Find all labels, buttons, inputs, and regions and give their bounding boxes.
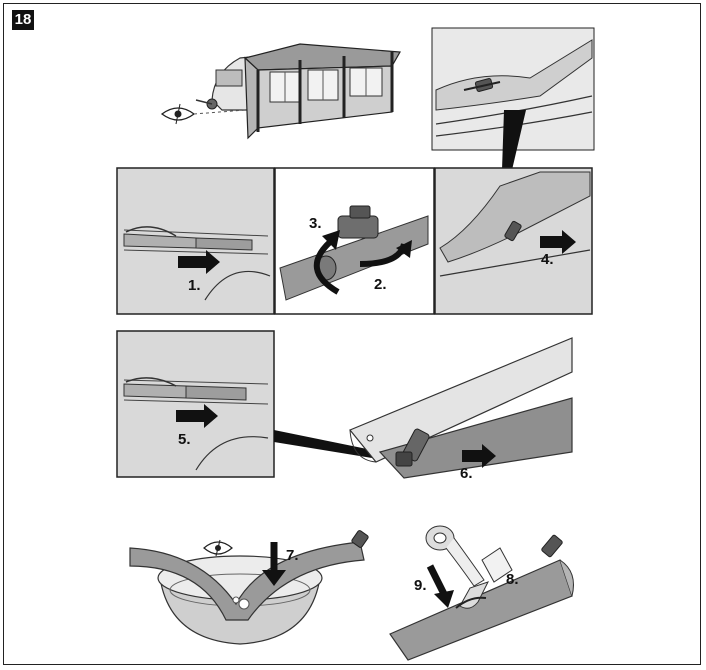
step-9-label: 9.	[414, 577, 427, 594]
step-5-label: 5.	[178, 431, 191, 448]
step-7-bowl-illustration: 7.	[129, 530, 369, 645]
step-6-beam-illustration: 6.	[349, 337, 573, 482]
figure-number-badge: 18	[12, 10, 34, 30]
step-4-panel: 4.	[434, 167, 593, 315]
step-7-label: 7.	[286, 547, 299, 564]
caravan-awning-illustration	[160, 43, 401, 140]
step-2-3-panel: 3. 2.	[274, 167, 435, 315]
eye-icon	[160, 103, 196, 125]
top-right-inset	[431, 27, 595, 170]
step-2-label: 2.	[374, 276, 387, 293]
step-4-label: 4.	[541, 251, 554, 268]
step-6-label: 6.	[460, 465, 473, 482]
step-3-label: 3.	[309, 215, 322, 232]
step-8-9-repair-illustration: 9. 8.	[389, 525, 574, 661]
step-5-panel: 5.	[116, 330, 372, 478]
eye-icon	[203, 539, 233, 557]
figure-frame	[3, 3, 701, 665]
step-1-label: 1.	[188, 277, 201, 294]
step-8-label: 8.	[506, 571, 519, 588]
step-1-panel: 1.	[116, 167, 275, 315]
